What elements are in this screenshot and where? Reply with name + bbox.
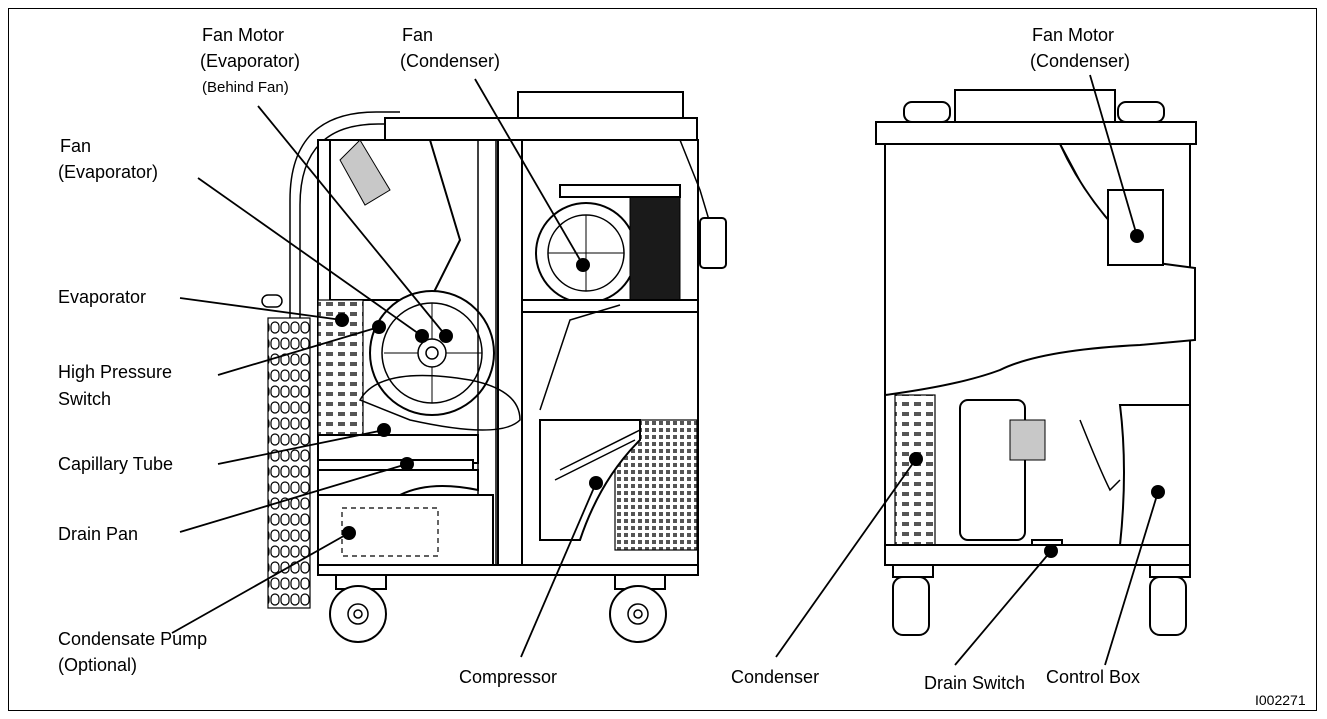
label-fan-motor-evaporator-line2: (Evaporator) [200, 51, 300, 71]
label-fan-motor-condenser-line2: (Condenser) [1030, 51, 1130, 71]
left-unit-illustration [261, 91, 727, 643]
callout-dot-control-box [1151, 485, 1165, 499]
label-control-box: Control Box [1046, 667, 1140, 687]
label-fan-condenser-line2: (Condenser) [400, 51, 500, 71]
callout-dot-evaporator [335, 313, 349, 327]
callout-dot-condensate-pump [342, 526, 356, 540]
right-caster-right [1149, 564, 1191, 636]
label-drain-switch: Drain Switch [924, 673, 1025, 693]
label-fan-motor-condenser-line1: Fan Motor [1032, 25, 1114, 45]
label-fan-motor-evaporator-line3: (Behind Fan) [202, 79, 289, 96]
label-condensate-pump-line1: Condensate Pump [58, 629, 207, 649]
label-fan-evaporator-line1: Fan [60, 136, 91, 156]
label-high-pressure-switch-line1: High Pressure [58, 362, 172, 382]
label-fan-motor-evaporator-line1: Fan Motor [202, 25, 284, 45]
callout-dot-fan-motor-condenser [1130, 229, 1144, 243]
callout-dot-condenser [909, 452, 923, 466]
right-caster-left [892, 564, 934, 636]
callout-dot-fan-condenser [576, 258, 590, 272]
label-high-pressure-switch-line2: Switch [58, 389, 111, 409]
label-compressor: Compressor [459, 667, 557, 687]
label-drain-pan: Drain Pan [58, 524, 138, 544]
label-evaporator: Evaporator [58, 287, 146, 307]
left-caster-rear [609, 574, 667, 643]
callout-dot-drain-switch [1044, 544, 1058, 558]
figure-id: I002271 [1255, 692, 1306, 708]
callout-dot-compressor [589, 476, 603, 490]
callout-dot-fan-motor-evaporator [439, 329, 453, 343]
callout-dot-capillary-tube [377, 423, 391, 437]
label-fan-evaporator-line2: (Evaporator) [58, 162, 158, 182]
right-unit-illustration: 2 [875, 89, 1197, 636]
callout-dot-drain-pan [400, 457, 414, 471]
label-condenser: Condenser [731, 667, 819, 687]
left-caster-front [329, 574, 387, 643]
label-fan-condenser-line1: Fan [402, 25, 433, 45]
figure-border [8, 8, 1317, 711]
callout-dot-fan-evaporator [415, 329, 429, 343]
callout-labels: Fan Motor (Evaporator) (Behind Fan) Fan … [58, 25, 1140, 693]
label-condensate-pump-line2: (Optional) [58, 655, 137, 675]
callout-dot-high-pressure-switch [372, 320, 386, 334]
label-capillary-tube: Capillary Tube [58, 454, 173, 474]
callout-leaders [171, 74, 1165, 666]
